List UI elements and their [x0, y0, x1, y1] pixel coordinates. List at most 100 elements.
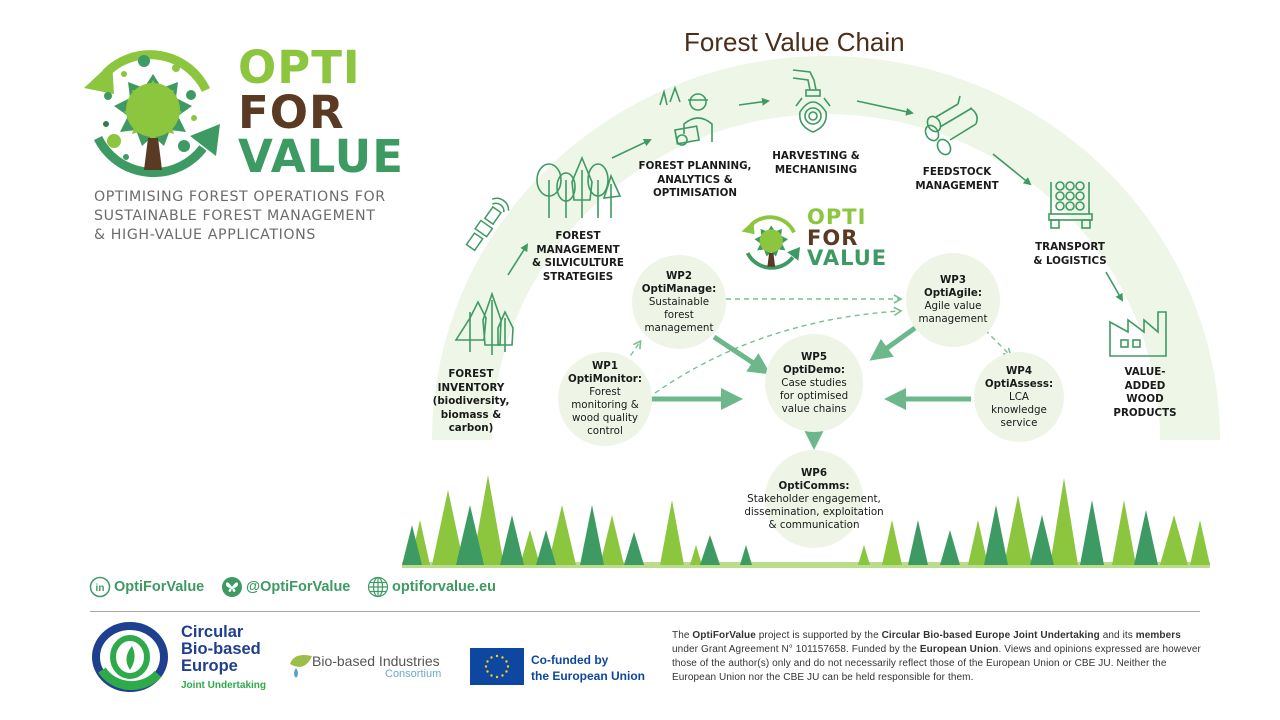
value-chain-diagram [402, 56, 1220, 568]
stage-transport: TRANSPORT & LOGISTICS [1024, 241, 1116, 268]
stage-line: ANALYTICS & [657, 173, 733, 186]
linkedin-icon: in [89, 576, 111, 598]
wp-name: OptiAssess: [984, 377, 1054, 390]
stage-line: OPTIMISATION [652, 187, 738, 199]
wp-desc: management [644, 321, 714, 334]
logo-value: VALUE [238, 130, 404, 183]
stage-line: MECHANISING [774, 163, 858, 176]
trees-icon [454, 291, 514, 355]
wp-name: OptiDemo: [782, 363, 846, 376]
stage-value-added-products: VALUE- ADDED WOOD PRODUCTS [1106, 366, 1184, 420]
wp-id: WP5 [800, 350, 828, 363]
small-logo-value: VALUE [807, 246, 888, 270]
wp-desc: forest [664, 308, 694, 321]
wp-desc: control [587, 425, 623, 437]
wp-desc: Forest [589, 386, 621, 398]
disclaimer-text: project is supported by the [755, 630, 882, 641]
forest-silhouette [402, 475, 1210, 568]
wp5-circle: WP5 OptiDemo: Case studies for optimised… [765, 334, 863, 432]
stage-line: FOREST [555, 230, 601, 242]
small-logo-icon [741, 215, 801, 270]
wp6-circle: WP6 OptiComms: Stakeholder engagement, d… [744, 450, 884, 548]
wp-desc: Stakeholder engagement, [747, 492, 881, 505]
stage-line: VALUE- [1124, 366, 1166, 378]
cbe-line: Bio-based [181, 640, 261, 658]
wp-id: WP1 [591, 360, 619, 372]
eu-line: the European Union [531, 669, 645, 683]
globe-icon [367, 576, 389, 598]
cbe-name: Circular Bio-based Europe [181, 624, 261, 675]
wp-desc: Agile value [924, 300, 982, 312]
tagline-line: OPTIMISING FOREST OPERATIONS FOR [94, 189, 386, 205]
wp-desc: dissemination, exploitation [744, 505, 884, 518]
wp1-circle: WP1 OptiMonitor: Forest monitoring & woo… [558, 352, 652, 446]
footer-divider [90, 611, 1200, 612]
eu-flag-icon [470, 648, 524, 685]
cbe-line: Circular [181, 623, 244, 641]
wp-name: OptiManage: [641, 282, 717, 295]
cbe-ring-icon [92, 622, 168, 692]
satellite-icon [465, 197, 510, 252]
stage-forest-management: FOREST MANAGEMENT & SILVICULTURE STRATEG… [528, 230, 628, 284]
bic-line2: Consortium [385, 668, 442, 680]
website-link[interactable]: optiforvalue.eu [367, 576, 496, 598]
wp-desc: value chains [781, 402, 847, 415]
stage-line: carbon) [448, 422, 494, 434]
stage-line: HARVESTING & [772, 150, 860, 162]
bic-line1: Bio-based Industries [312, 653, 440, 669]
wp4-circle: WP4 OptiAssess: LCA knowledge service [974, 352, 1064, 442]
wp-desc: Case studies [781, 376, 847, 389]
bluesky-butterfly-icon [222, 577, 242, 597]
log-pallet-icon [1048, 181, 1093, 229]
cbe-subtitle: Joint Undertaking [181, 680, 267, 691]
disclaimer-bold: members [1135, 630, 1181, 641]
stage-line: FOREST [448, 368, 494, 380]
stage-line: STRATEGIES [542, 270, 614, 283]
wp-desc: service [1000, 416, 1038, 429]
tree-cycle-icon [84, 50, 220, 178]
stage-line: & SILVICULTURE [532, 257, 624, 269]
stage-line: MANAGEMENT [536, 243, 620, 256]
disclaimer-bold: European Union [919, 644, 999, 655]
wp-desc: & communication [768, 518, 860, 531]
wp-name: OptiMonitor: [568, 373, 642, 385]
leaf-drop-icon [290, 655, 312, 678]
logs-icon [924, 95, 978, 156]
svg-text:in: in [96, 583, 105, 594]
wp-name: OptiComms: [778, 479, 850, 492]
wp2-circle: WP2 OptiManage: Sustainable forest manag… [632, 255, 726, 349]
stage-line: FOREST PLANNING, [638, 160, 752, 172]
wp-desc: knowledge [991, 403, 1047, 416]
bluesky-link[interactable]: @OptiForValue [221, 576, 350, 598]
logo-opti: OPTI [238, 41, 361, 94]
factory-icon [1109, 311, 1167, 357]
forester-tablet-icon [659, 85, 713, 146]
linkedin-link[interactable]: in OptiForValue [89, 576, 204, 598]
stage-line: PRODUCTS [1113, 406, 1177, 419]
cbe-line: Europe [181, 657, 238, 675]
stage-line: (biodiversity, [432, 395, 510, 407]
stage-line: & LOGISTICS [1033, 254, 1107, 267]
stage-line: INVENTORY [437, 381, 505, 394]
logo-tagline: OPTIMISING FOREST OPERATIONS FOR SUSTAIN… [94, 188, 424, 245]
logo-for: FOR [238, 86, 345, 139]
page-title: Forest Value Chain [684, 27, 905, 57]
wp-desc: for optimised [779, 389, 849, 402]
website-url: optiforvalue.eu [392, 579, 496, 595]
wp-id: WP3 [939, 274, 967, 286]
wp-desc: monitoring & [571, 399, 639, 411]
wp-id: WP6 [800, 466, 828, 479]
disclaimer-text: . Views and opinions expressed are howev… [672, 644, 1201, 683]
wp-desc: management [918, 313, 988, 325]
funding-disclaimer: The OptiForValue project is supported by… [672, 629, 1202, 685]
tagline-line: SUSTAINABLE FOREST MANAGEMENT [94, 208, 376, 224]
small-logo-opti: OPTI [807, 205, 867, 229]
small-logo-for: FOR [807, 226, 859, 250]
stage-line: ADDED [1124, 379, 1166, 392]
stage-forest-planning: FOREST PLANNING, ANALYTICS & OPTIMISATIO… [636, 160, 754, 201]
eu-line: Co-funded by [531, 653, 609, 667]
tagline-line: & HIGH-VALUE APPLICATIONS [94, 227, 316, 243]
wp-name: OptiAgile: [923, 287, 983, 299]
wp-desc: Sustainable [648, 295, 710, 308]
wp-desc: LCA [1009, 390, 1029, 403]
